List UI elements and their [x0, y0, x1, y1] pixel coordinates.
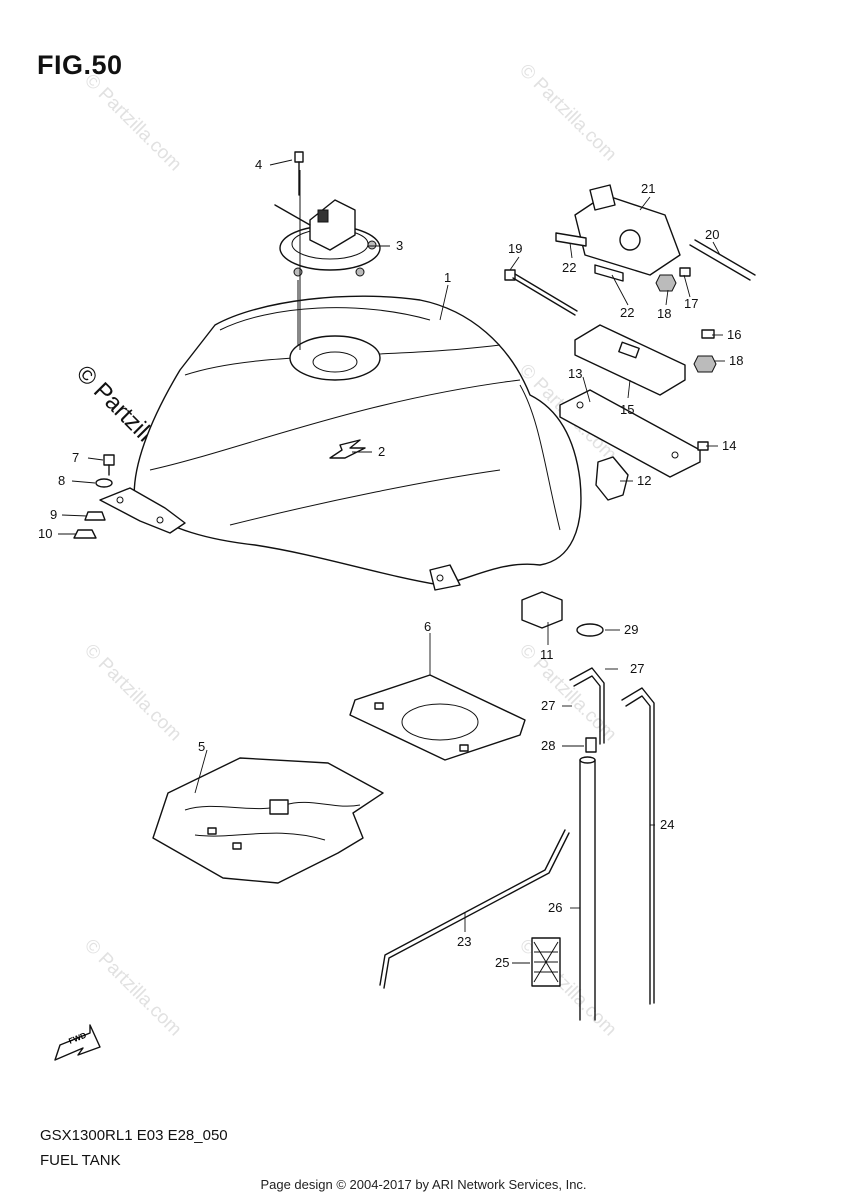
- callout-15[interactable]: 15: [620, 402, 634, 417]
- hose-24[interactable]: [621, 687, 655, 1005]
- cushion-9[interactable]: [84, 511, 106, 521]
- clip-29[interactable]: [576, 623, 604, 637]
- callout-24[interactable]: 24: [660, 817, 674, 832]
- hose-26[interactable]: [579, 756, 596, 1021]
- callout-19[interactable]: 19: [508, 241, 522, 256]
- callout-10[interactable]: 10: [38, 526, 52, 541]
- callout-6[interactable]: 6: [424, 619, 431, 634]
- callout-16[interactable]: 16: [727, 327, 741, 342]
- bushing-22b[interactable]: [594, 264, 624, 282]
- collar-10[interactable]: [73, 529, 97, 539]
- callout-1[interactable]: 1: [444, 270, 451, 285]
- bracket-21[interactable]: [574, 184, 681, 276]
- callout-27[interactable]: 27: [630, 661, 644, 676]
- plate-6[interactable]: [349, 674, 526, 761]
- nut-18b[interactable]: [693, 355, 717, 373]
- mount-15[interactable]: [574, 324, 686, 396]
- callout-7[interactable]: 7: [72, 450, 79, 465]
- bolt-16[interactable]: [701, 329, 715, 339]
- bushing-22[interactable]: [555, 232, 587, 247]
- bracket-13[interactable]: [559, 389, 701, 478]
- callout-28[interactable]: 28: [541, 738, 555, 753]
- joint-28[interactable]: [585, 737, 597, 753]
- figure-title: FIG.50: [37, 50, 123, 80]
- callout-2[interactable]: 2: [378, 444, 385, 459]
- washer-8[interactable]: [95, 478, 113, 488]
- model-code: GSX1300RL1 E03 E28_050: [40, 1127, 228, 1144]
- nut-18[interactable]: [655, 274, 677, 292]
- hose-27[interactable]: [569, 667, 605, 744]
- rod-20[interactable]: [689, 244, 751, 281]
- footer-copyright: Page design © 2004-2017 by ARI Network S…: [260, 1177, 587, 1192]
- callout-18[interactable]: 18: [657, 306, 671, 321]
- callout-26[interactable]: 26: [548, 900, 562, 915]
- bolt-7[interactable]: [103, 454, 115, 476]
- callout-21[interactable]: 21: [641, 181, 655, 196]
- callout-5[interactable]: 5: [198, 739, 205, 754]
- callout-27[interactable]: 27: [541, 698, 555, 713]
- callout-13[interactable]: 13: [568, 366, 582, 381]
- fuel-cap-assembly[interactable]: [274, 199, 381, 277]
- sheet-5[interactable]: [152, 757, 384, 884]
- callout-4[interactable]: 4: [255, 157, 262, 172]
- callout-8[interactable]: 8: [58, 473, 65, 488]
- callout-12[interactable]: 12: [637, 473, 651, 488]
- callout-20[interactable]: 20: [705, 227, 719, 242]
- callout-14[interactable]: 14: [722, 438, 736, 453]
- bolt-4[interactable]: [294, 151, 304, 196]
- callout-18[interactable]: 18: [729, 353, 743, 368]
- label-25[interactable]: [531, 937, 561, 987]
- callout-23[interactable]: 23: [457, 934, 471, 949]
- callout-29[interactable]: 29: [624, 622, 638, 637]
- cushion-12[interactable]: [595, 456, 629, 501]
- callout-11[interactable]: 11: [540, 647, 554, 662]
- callout-3[interactable]: 3: [396, 238, 403, 253]
- bolt-14[interactable]: [697, 441, 709, 451]
- callout-22[interactable]: 22: [562, 260, 576, 275]
- block-11[interactable]: [521, 591, 563, 629]
- fwd-arrow-icon: FWD: [54, 1024, 101, 1061]
- callout-25[interactable]: 25: [495, 955, 509, 970]
- bolt-17[interactable]: [679, 267, 691, 277]
- callout-22[interactable]: 22: [620, 305, 634, 320]
- section-name: FUEL TANK: [40, 1152, 121, 1169]
- fuel-tank[interactable]: [99, 295, 582, 591]
- bolt-19[interactable]: [504, 269, 578, 316]
- callout-17[interactable]: 17: [684, 296, 698, 311]
- callout-9[interactable]: 9: [50, 507, 57, 522]
